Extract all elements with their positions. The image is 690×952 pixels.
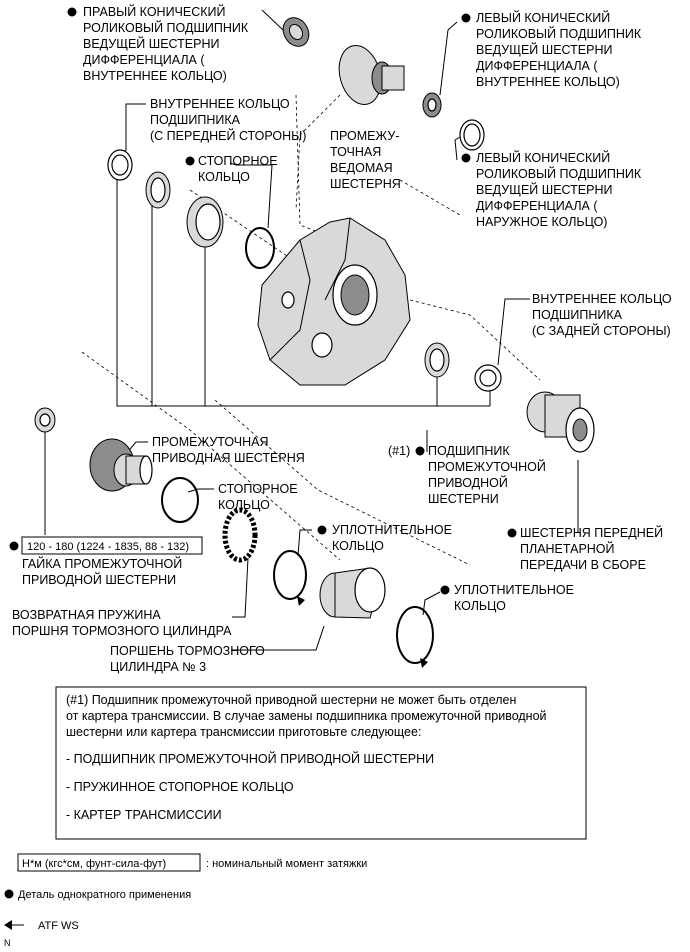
label-snap-ring-1: СТОПОРНОЕ КОЛЬЦО	[198, 154, 281, 184]
left-bearing-outer-part	[459, 119, 485, 151]
legend-single-use: Деталь однократного применения	[18, 889, 191, 901]
snap-ring-1-part	[245, 227, 275, 269]
label-intermediate-bearing: ПОДШИПНИК ПРОМЕЖУТОЧНОЙ ПРИВОДНОЙ ШЕСТЕР…	[428, 444, 549, 506]
left-bearing-inner-part	[422, 92, 442, 118]
drive-gear-part	[89, 438, 153, 492]
atf-arrow-icon	[4, 920, 12, 930]
rear-bearing-part	[424, 342, 450, 378]
seal-ring-2-part	[396, 606, 434, 664]
return-spring-part	[222, 507, 258, 563]
label-rear-inner-ring: ВНУТРЕННЕЕ КОЛЬЦО ПОДШИПНИКА (С ЗАДНЕЙ С…	[532, 292, 675, 338]
snap-ring-2-part	[161, 477, 199, 523]
single-use-bullet-icon	[461, 153, 471, 163]
planetary-gear-part	[526, 391, 595, 453]
label-planetary: ШЕСТЕРНЯ ПЕРЕДНЕЙ ПЛАНЕТАРНОЙ ПЕРЕДАЧИ В…	[520, 525, 667, 572]
label-seal-ring-2: УПЛОТНИТЕЛЬНОЕ КОЛЬЦО	[454, 583, 577, 613]
single-use-bullet-icon	[415, 446, 425, 456]
transmission-case-part	[257, 217, 411, 386]
corner-mark: N	[4, 938, 11, 948]
legend-atf: ATF WS	[38, 920, 79, 932]
note-item: - ПРУЖИННОЕ СТОПОРНОЕ КОЛЬЦО	[66, 780, 294, 794]
label-piston: ПОРШЕНЬ ТОРМОЗНОГО ЦИЛИНДРА № 3	[110, 644, 268, 674]
rear-inner-ring-part	[474, 364, 502, 392]
single-use-bullet-icon	[4, 889, 14, 899]
single-use-bullet-icon	[67, 7, 77, 17]
legend-torque-unit: Н*м (кгс*см, фунт-сила-фут)	[22, 858, 166, 870]
seal-ring-1-part	[273, 550, 307, 600]
front-inner-ring-part	[107, 149, 133, 181]
note-text: (#1) Подшипник промежуточной приводной ш…	[66, 693, 550, 739]
torque-unit-box	[17, 853, 201, 872]
piston-part	[319, 567, 386, 619]
label-bearing-ref: (#1)	[388, 444, 410, 458]
label-driven-gear: ПРОМЕЖУ- ТОЧНАЯ ВЕДОМАЯ ШЕСТЕРНЯ	[330, 129, 403, 191]
note-box: (#1) Подшипник промежуточной приводной ш…	[55, 686, 587, 840]
single-use-bullet-icon	[507, 528, 517, 538]
right-bearing-inner-part	[282, 17, 310, 47]
atf-arrow-icon	[420, 658, 428, 668]
label-drive-gear: ПРОМЕЖУТОЧНАЯ ПРИВОДНАЯ ШЕСТЕРНЯ	[152, 435, 305, 465]
single-use-bullet-icon	[461, 13, 471, 23]
legend: Н*м (кгс*см, фунт-сила-фут) : номинальны…	[4, 853, 367, 948]
label-left-bearing-inner: ЛЕВЫЙ КОНИЧЕСКИЙ РОЛИКОВЫЙ ПОДШИПНИК ВЕД…	[476, 10, 645, 89]
leader-lines	[44, 9, 579, 651]
torque-box	[21, 536, 203, 555]
label-nut: ГАЙКА ПРОМЕЖУТОЧНОЙ ПРИВОДНОЙ ШЕСТЕРНИ	[22, 556, 186, 587]
front-bearing-part	[145, 171, 171, 209]
note-item: - КАРТЕР ТРАНСМИССИИ	[66, 808, 222, 822]
single-use-bullet-icon	[185, 156, 195, 166]
label-right-bearing-inner: ПРАВЫЙ КОНИЧЕСКИЙ РОЛИКОВЫЙ ПОДШИПНИК ВЕ…	[83, 4, 252, 83]
atf-arrow-icon	[297, 596, 305, 606]
label-snap-ring-2: СТОПОРНОЕ КОЛЬЦО	[218, 482, 301, 512]
washer-part	[34, 407, 56, 433]
front-bearing-race-part	[186, 196, 224, 248]
single-use-bullet-icon	[440, 585, 450, 595]
legend-torque-desc: : номинальный момент затяжки	[206, 858, 367, 870]
label-front-inner-ring: ВНУТРЕННЕЕ КОЛЬЦО ПОДШИПНИКА (С ПЕРЕДНЕЙ…	[150, 97, 306, 143]
label-left-bearing-outer: ЛЕВЫЙ КОНИЧЕСКИЙ РОЛИКОВЫЙ ПОДШИПНИК ВЕД…	[476, 150, 645, 229]
note-item: - ПОДШИПНИК ПРОМЕЖУТОЧНОЙ ПРИВОДНОЙ ШЕСТ…	[66, 751, 434, 766]
single-use-bullet-icon	[9, 541, 19, 551]
single-use-bullet-icon	[317, 525, 327, 535]
label-seal-ring-1: УПЛОТНИТЕЛЬНОЕ КОЛЬЦО	[332, 523, 455, 553]
labels: ПРАВЫЙ КОНИЧЕСКИЙ РОЛИКОВЫЙ ПОДШИПНИК ВЕ…	[9, 4, 675, 674]
label-return-spring: ВОЗВРАТНАЯ ПРУЖИНА ПОРШНЯ ТОРМОЗНОГО ЦИЛ…	[12, 608, 232, 638]
torque-value: 120 - 180 (1224 - 1835, 88 - 132)	[27, 541, 189, 553]
driven-gear-part	[338, 45, 405, 105]
